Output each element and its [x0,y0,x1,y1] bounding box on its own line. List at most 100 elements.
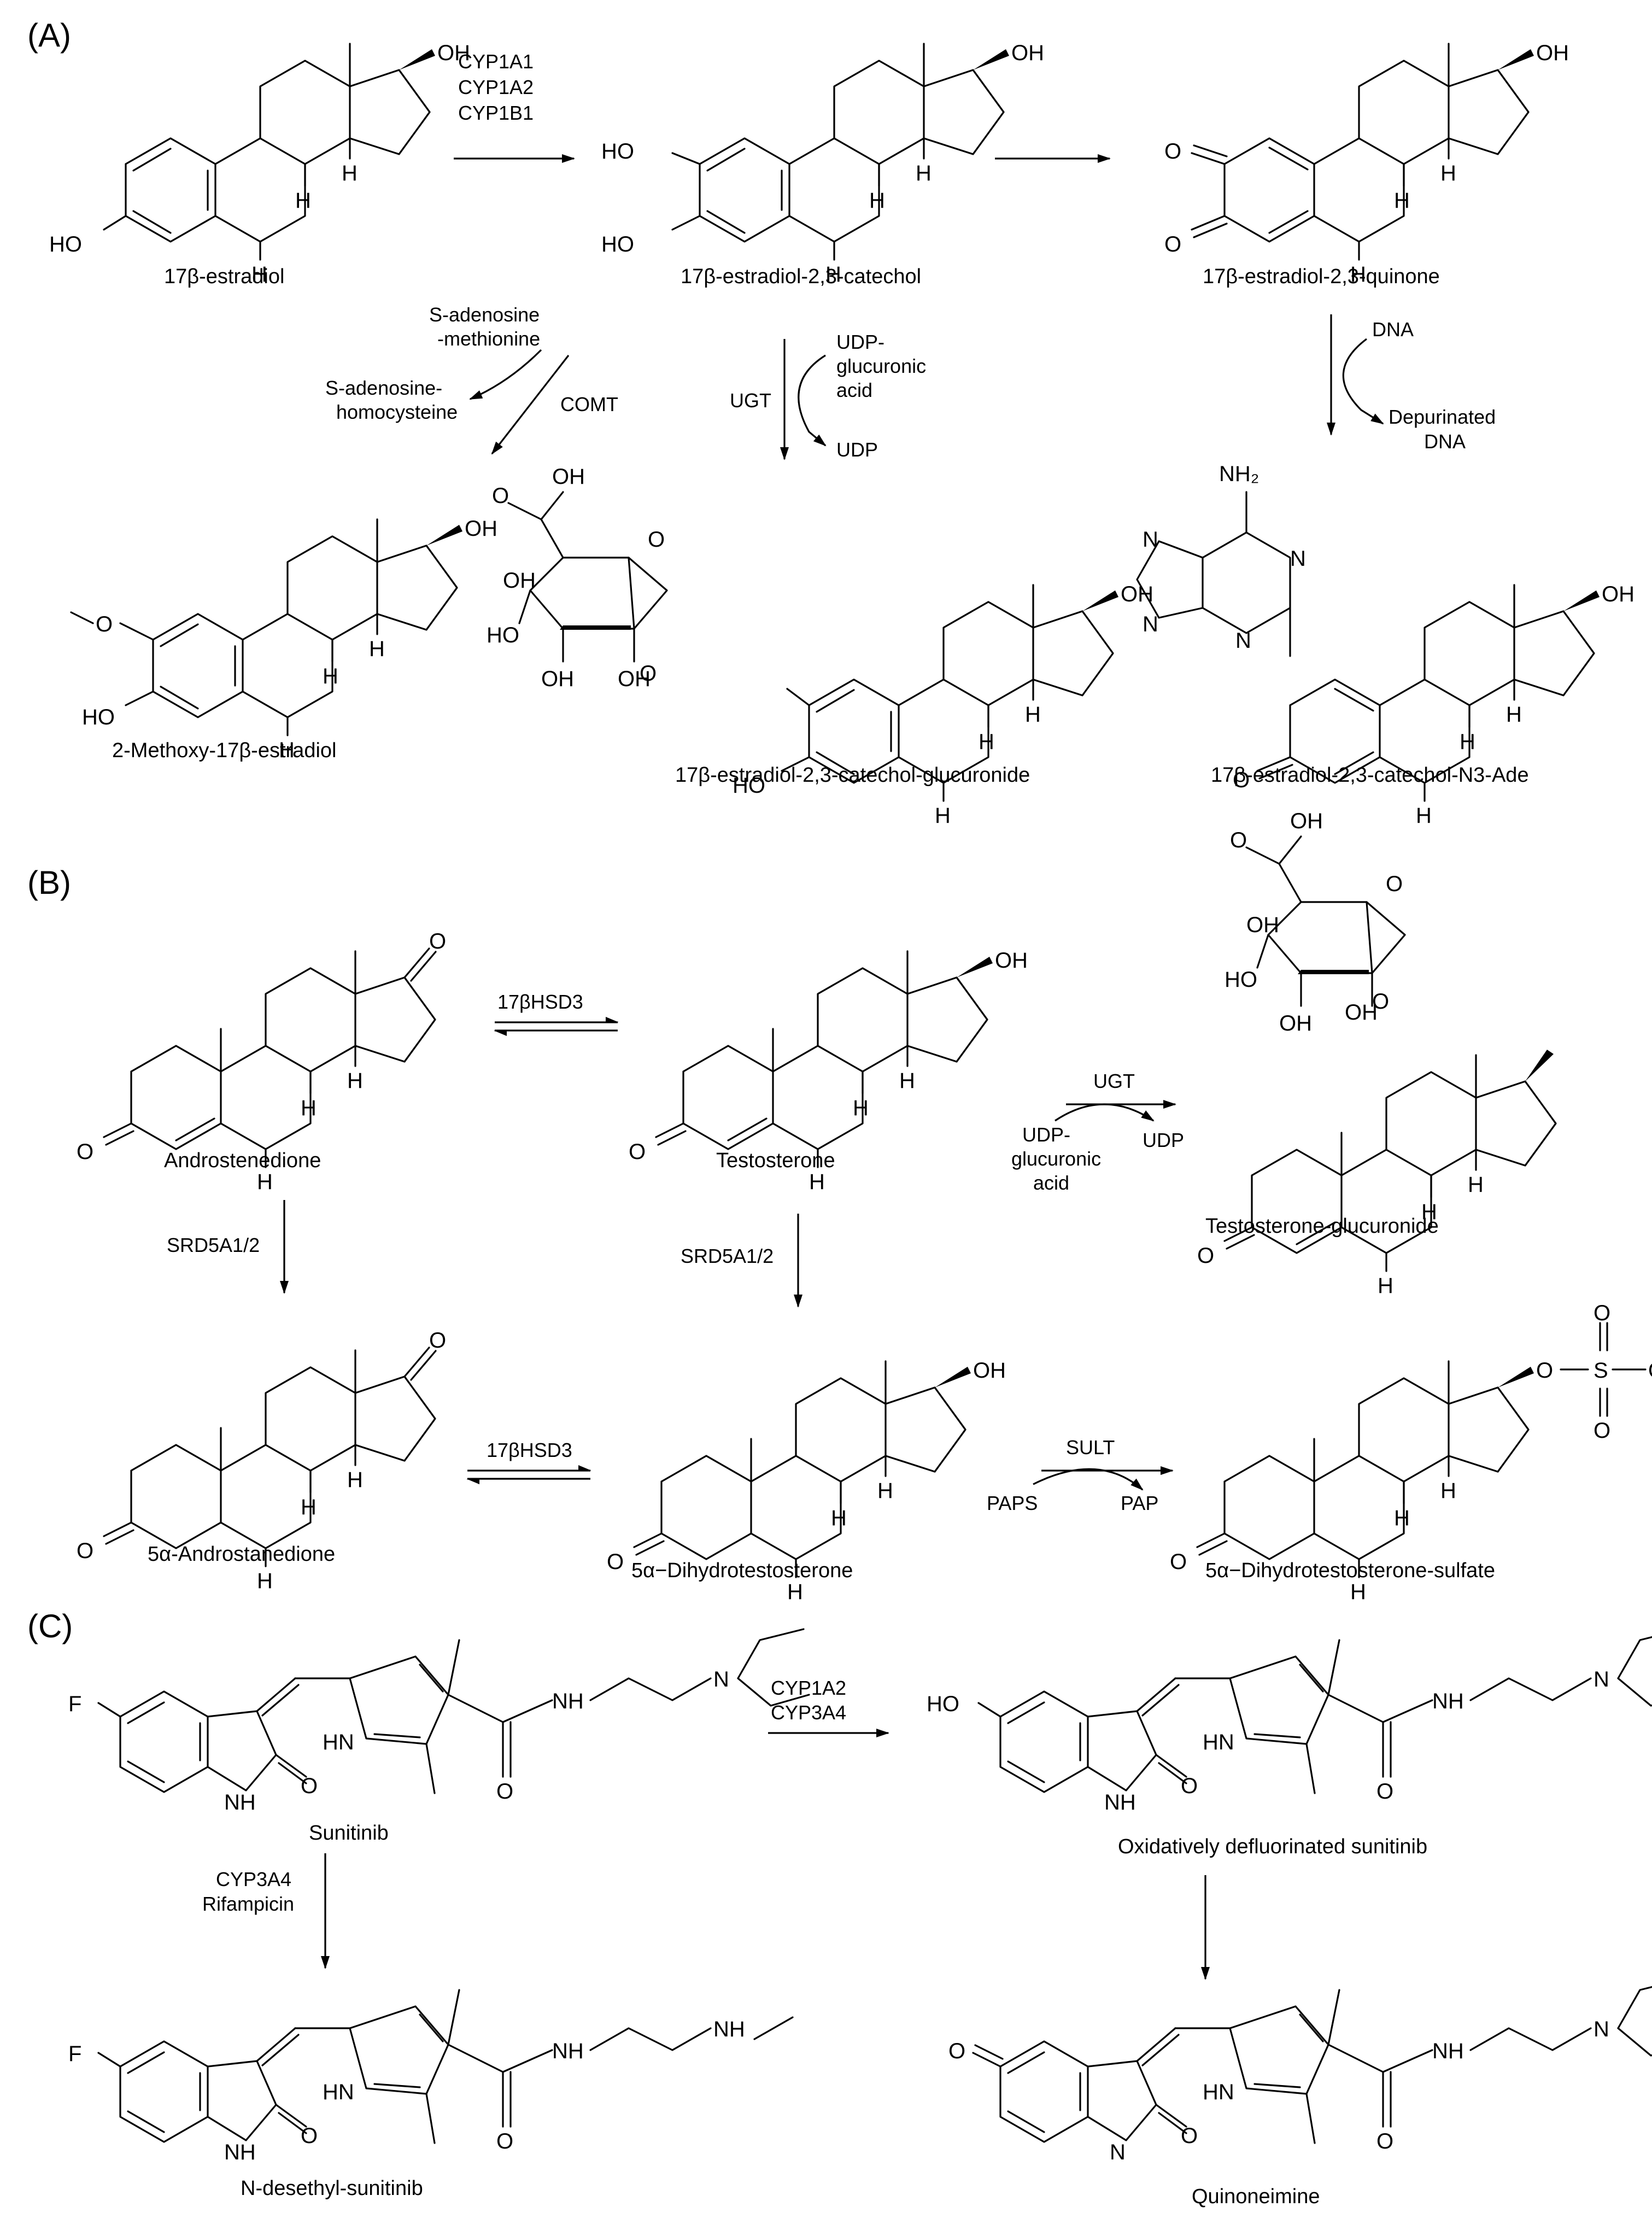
androstanedione-h9: H [257,1569,273,1593]
ade-n7: N [1143,528,1158,552]
catechol-h14: H [916,161,932,185]
sunitinib-o-lactam: O [301,1774,318,1798]
gluc-a-h8: H [979,730,994,754]
cofactor-udpga-b-1: UDP- [1022,1123,1070,1146]
catechol-oh: OH [1011,41,1044,65]
gluc-a-o-acid: O [492,484,509,508]
ade-n1: N [1290,547,1306,571]
dht-sulfate-h9: H [1350,1580,1366,1604]
gluc-a-oh-17: OH [1121,582,1153,606]
androstanedione-structure: O O H H H [77,1328,446,1593]
dht-sulfate-o-bottom: O [1594,1419,1610,1443]
androstenedione-h14: H [347,1069,363,1093]
desethyl-o-amide: O [496,2129,513,2153]
sunitinib-n: N [713,1667,729,1691]
dht-h8: H [831,1506,847,1530]
enzyme-17bhsd3-top: 17βHSD3 [497,991,583,1013]
methoxy-oh: OH [465,517,497,541]
defluorinated-o-amide: O [1376,1779,1393,1804]
gluc-a-oh-2: OH [618,667,651,691]
defluorinated-structure: HO NH O HN O NH N [927,1636,1652,1814]
gluc-a-h9: H [935,804,951,828]
estradiol-h8: H [295,189,311,213]
panel-label-b: (B) [27,864,71,901]
arrow-paps [1033,1468,1144,1491]
gluc-b-h8: H [1421,1200,1437,1224]
quinoneimine-hn: HN [1203,2080,1234,2104]
cofactor-udpga-a-3: acid [836,379,872,401]
ade-adduct-h14: H [1506,702,1522,727]
dht-h14: H [877,1479,893,1503]
androstanedione-h14: H [347,1468,363,1492]
catechol-h9: H [825,262,841,286]
enzyme-cyp1b1: CYP1B1 [458,102,534,124]
cofactor-pap: PAP [1121,1492,1158,1514]
defluorinated-hn: HN [1203,1730,1234,1754]
gluc-b-ho: HO [1225,968,1257,992]
ade-nh2: NH₂ [1219,462,1259,486]
quinoneimine-nh-amide: NH [1432,2039,1464,2063]
desethyl-nh-terminal: NH [713,2017,745,2041]
sunitinib-hn: HN [323,1730,354,1754]
dht-label: 5α−Dihydrotestosterone [631,1559,853,1582]
enzyme-cyp1a2-c: CYP1A2 [771,1677,846,1699]
defluorinated-label: Oxidatively defluorinated sunitinib [1118,1835,1427,1858]
gluc-b-ring-o: O [1386,872,1403,896]
dht-o3: O [607,1550,624,1574]
cofactor-sam-2: -methionine [437,327,540,350]
testosterone-h8: H [853,1096,869,1120]
enzyme-srd5a-right: SRD5A1/2 [681,1245,774,1267]
cofactor-udp-b: UDP [1143,1129,1184,1151]
quinone-h14: H [1440,161,1456,185]
androstenedione-h9: H [257,1170,273,1194]
dht-h9: H [787,1580,803,1604]
catechol-ho-3: HO [601,232,634,256]
desethyl-hn: HN [323,2080,354,2104]
panel-label-c: (C) [27,1608,73,1644]
gluc-b-oh-4: OH [1279,1011,1312,1035]
androstanedione-o17: O [429,1328,446,1353]
quinoneimine-label: Quinoneimine [1192,2185,1320,2208]
cofactor-udpga-a-2: glucuronic [836,355,926,377]
dht-sulfate-h14: H [1440,1479,1456,1503]
gluc-a-ho: HO [487,623,519,647]
estradiol-h9: H [251,262,267,286]
testosterone-h14: H [899,1069,915,1093]
quinoneimine-o: O [948,2039,965,2063]
enzyme-comt: COMT [560,393,618,415]
gluc-a-ho-3: HO [733,774,765,798]
ade-adduct-o: O [1233,768,1250,792]
gluc-b-oh-2: OH [1345,1000,1378,1024]
gluc-b-oh-3: OH [1246,913,1279,937]
gluc-b-o3: O [1197,1244,1214,1268]
n3-ade-structure: NH₂ N N N N O OH H H H [1136,462,1635,828]
cofactor-depurinated-1: Depurinated [1389,406,1496,428]
sunitinib-nh-amide: NH [552,1689,584,1713]
dht-sulfate-structure: O O S O O OH H H H [1170,1301,1652,1604]
enzyme-ugt-b: UGT [1093,1070,1135,1092]
estradiol-ho: HO [49,232,82,256]
sunitinib-nh: NH [224,1790,256,1814]
cofactor-udp-a: UDP [836,438,878,461]
enzyme-ugt-a: UGT [730,389,771,412]
cofactor-depurinated-2: DNA [1424,430,1466,453]
testosterone-label: Testosterone [716,1149,835,1172]
sunitinib-o-amide: O [496,1779,513,1804]
defluorinated-n: N [1594,1667,1609,1691]
gluc-b-h14: H [1468,1173,1484,1197]
defluorinated-nh: NH [1104,1790,1136,1814]
quinoneimine-o-lactam: O [1181,2124,1198,2148]
gluc-a-oh-3: OH [503,569,536,593]
estradiol-structure: HO OH H H H [49,41,470,286]
dht-sulfate-oh: OH [1648,1359,1652,1383]
catechol-glucuronide-label: 17β-estradiol-2,3-catechol-glucuronide [675,764,1030,787]
estradiol-oh: OH [437,41,470,65]
methoxy-h14: H [369,637,385,661]
androstenedione-h8: H [301,1096,317,1120]
ade-adduct-oh: OH [1602,582,1635,606]
androstenedione-structure: O O H H H [77,929,446,1194]
gluc-a-link-o: O [640,661,657,686]
dht-sulfate-o3: O [1170,1550,1187,1574]
enzyme-rifampicin: Rifampicin [202,1893,294,1915]
